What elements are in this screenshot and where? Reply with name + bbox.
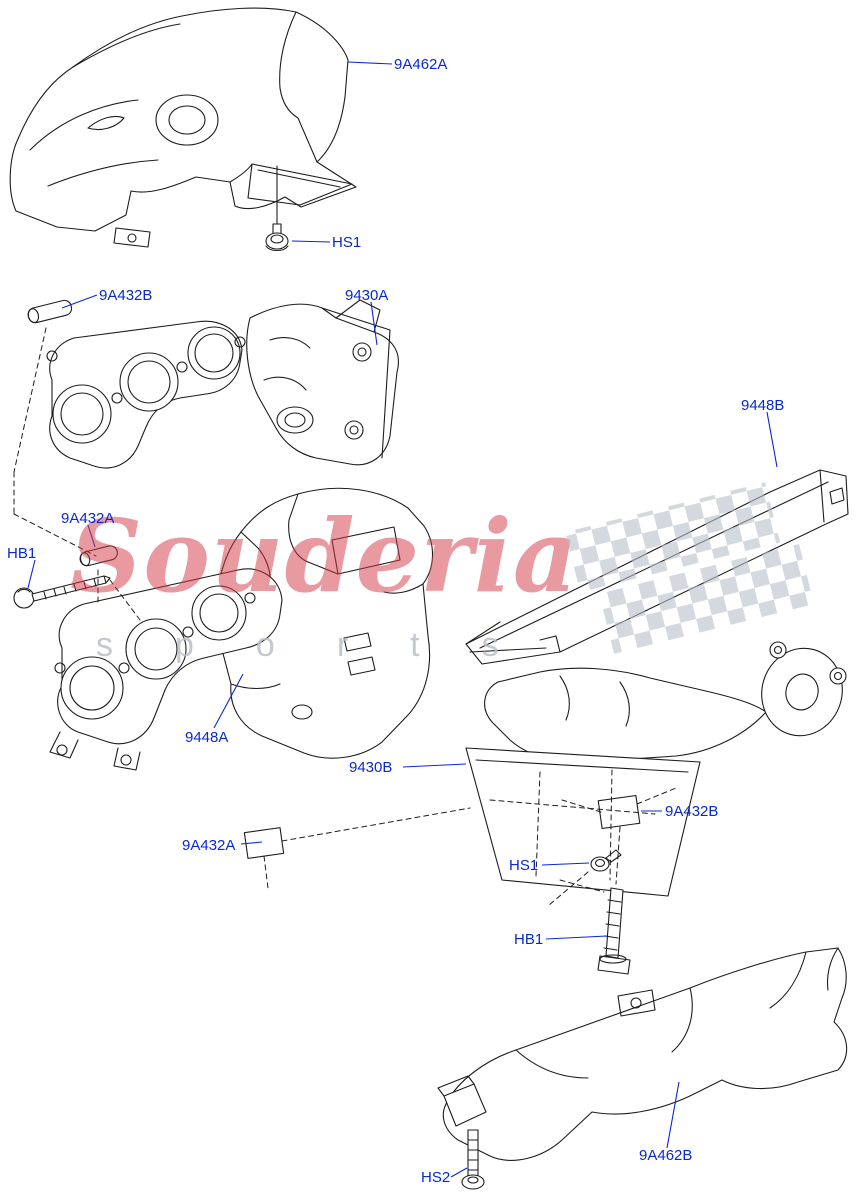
- part-label-9A432A-left[interactable]: 9A432A: [61, 510, 115, 527]
- part-label-HS1-right[interactable]: HS1: [509, 857, 539, 874]
- stud-blocks-drawing: [243, 794, 641, 859]
- stud-9a432a-drawing: [79, 545, 118, 567]
- part-label-9430B[interactable]: 9430B: [349, 759, 393, 776]
- manifold-9430b-drawing: [465, 641, 847, 897]
- part-label-9430A[interactable]: 9430A: [345, 287, 389, 304]
- lower-heat-shield-drawing: [437, 947, 848, 1161]
- stud-9a432b-top-drawing: [27, 299, 73, 324]
- bolt-hb1-mid-drawing: [597, 887, 631, 975]
- hs1-screw-top-drawing: [265, 165, 289, 252]
- heat-shield-9448b-drawing: [465, 469, 849, 665]
- part-label-9A432A-mid[interactable]: 9A432A: [182, 837, 236, 854]
- part-label-9A462B-lower[interactable]: 9A462B: [639, 1147, 693, 1164]
- manifold-9430a-drawing: [46, 299, 399, 469]
- upper-heat-shield-drawing: [9, 7, 357, 248]
- hs1-screw-right-drawing: [590, 849, 622, 872]
- part-label-9A432B-right[interactable]: 9A432B: [665, 803, 719, 820]
- part-label-9A432B-top[interactable]: 9A432B: [99, 287, 153, 304]
- part-label-9A462A-upper[interactable]: 9A462A: [394, 56, 448, 73]
- part-label-HS2[interactable]: HS2: [421, 1169, 451, 1186]
- gasket-shield-9448a-drawing: [49, 487, 434, 771]
- leader-lines: [27, 61, 778, 1178]
- hs2-screw-drawing: [461, 1129, 485, 1190]
- part-label-9448B[interactable]: 9448B: [741, 397, 785, 414]
- part-label-HB1-mid[interactable]: HB1: [514, 931, 544, 948]
- bolt-hb1-left-drawing: [13, 575, 111, 609]
- part-label-HS1-top[interactable]: HS1: [332, 234, 362, 251]
- part-label-HB1-left[interactable]: HB1: [7, 545, 37, 562]
- part-label-9448A[interactable]: 9448A: [185, 729, 229, 746]
- construction-lines: [13, 327, 677, 907]
